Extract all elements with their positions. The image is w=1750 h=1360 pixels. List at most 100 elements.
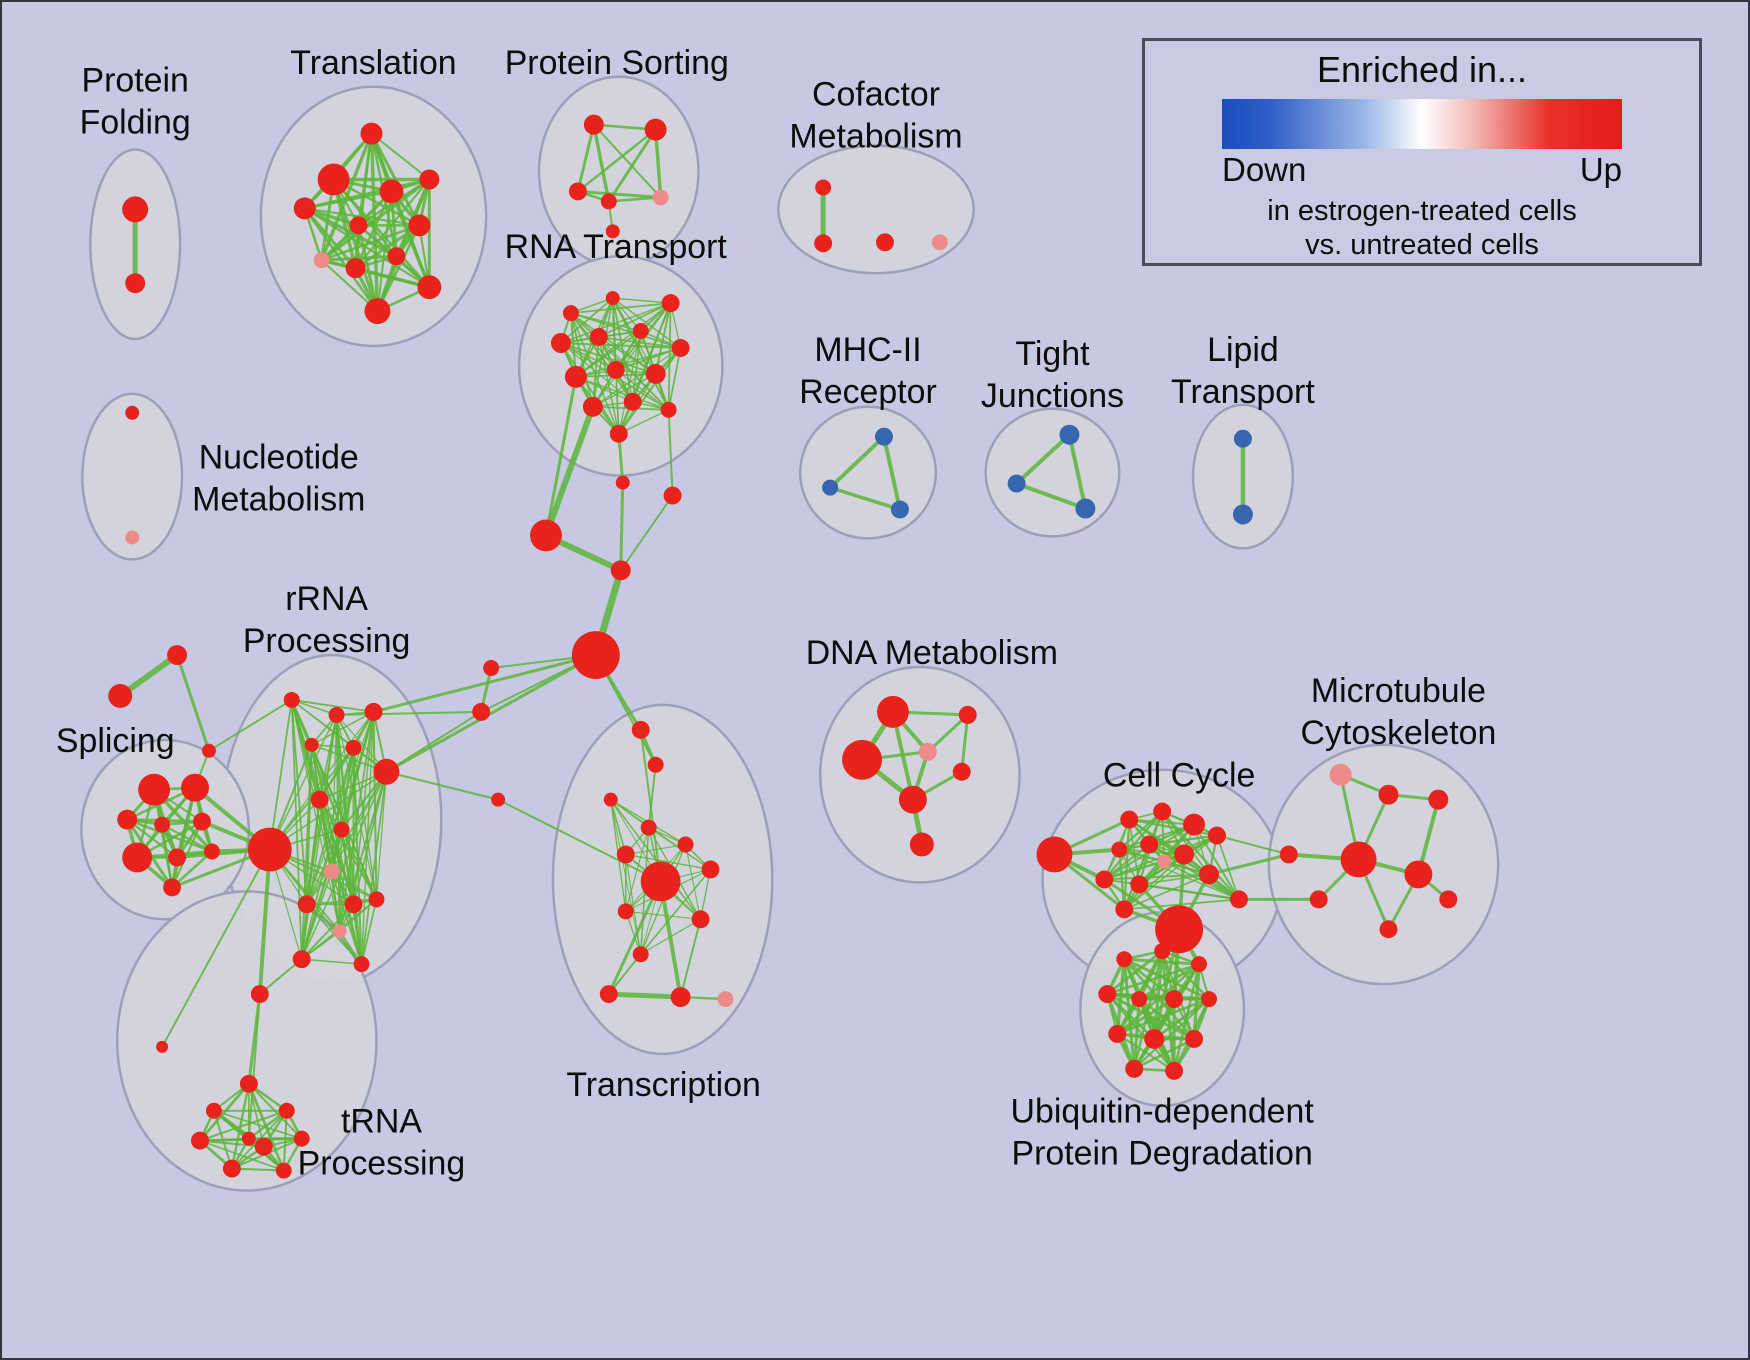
node-cn3 — [530, 519, 562, 552]
node-cc12 — [1199, 864, 1219, 885]
cluster-label-cofactor-metabolism: Cofactor — [812, 76, 940, 114]
edge-cc9-cc10 — [1103, 860, 1165, 881]
edge-rr4-rr15 — [300, 743, 313, 961]
node-sp6 — [122, 842, 153, 873]
node-rr16 — [353, 956, 370, 973]
legend-gradient-bar — [1222, 99, 1622, 149]
cluster-label-lipid-transport: Transport — [1171, 373, 1315, 411]
node-rt1 — [562, 305, 579, 322]
cluster-label-lipid-transport: Lipid — [1207, 331, 1279, 369]
edge-rt6-rt12 — [631, 330, 642, 403]
edge-rt2-rt13 — [611, 297, 670, 411]
edge-tx1-tx7 — [639, 728, 662, 883]
node-ub11 — [1125, 1059, 1144, 1078]
edge-rt11-cn3 — [542, 403, 596, 539]
edge-cn2-cn4 — [619, 494, 674, 572]
node-cc2 — [1120, 810, 1139, 829]
edge-ps2-ps3 — [576, 128, 657, 193]
cluster-ellipse-cofactor-metabolism — [777, 144, 975, 275]
legend-down-label: Down — [1222, 151, 1307, 188]
node-rr10 — [323, 863, 340, 880]
edge-rt7-rt11 — [592, 347, 682, 408]
node-rt4 — [550, 333, 571, 353]
node-nm2 — [125, 530, 140, 545]
edge-cn7-rr6 — [385, 710, 483, 773]
edge-ps2-ps4 — [607, 128, 658, 203]
edge-cc10-cc12 — [1103, 873, 1211, 881]
edge-rt3-rt13 — [667, 302, 672, 411]
node-ub12 — [1165, 1061, 1184, 1080]
edge-rr5-rr16 — [352, 746, 363, 966]
edge-tx5-tx10 — [684, 843, 702, 920]
edge-cc11-cc12 — [1138, 873, 1210, 886]
node-ps1 — [583, 114, 604, 135]
cluster-ellipse-mhc-ii-receptor — [798, 405, 938, 540]
edge-rr6-rr15 — [300, 770, 388, 960]
edge-tx8-tx11 — [639, 868, 712, 955]
edge-rt7-rt14 — [617, 346, 682, 435]
node-ub6 — [1165, 990, 1184, 1009]
edge-rr3-rr4 — [310, 711, 375, 746]
edge-dm2-dm6 — [960, 713, 970, 774]
cluster-label-cell-cycle: Cell Cycle — [1103, 757, 1255, 795]
edge-ps2-ps5 — [653, 127, 663, 200]
node-rr7 — [247, 827, 292, 872]
edge-rt3-rt4 — [560, 302, 672, 344]
legend-title: Enriched in... — [1316, 49, 1528, 90]
cluster-label-microtubule-cytoskeleton: Microtubule — [1311, 672, 1486, 710]
node-cc9 — [1157, 854, 1172, 869]
legend-caption-line1: in estrogen-treated cells — [1267, 195, 1577, 227]
edge-cc7-cc15 — [1148, 843, 1241, 901]
node-tx14 — [717, 991, 734, 1008]
node-ps3 — [568, 182, 587, 201]
node-tx1 — [631, 720, 650, 739]
edge-ub4-ub10 — [1105, 992, 1196, 1041]
node-mh3 — [890, 500, 909, 519]
node-cc1 — [1036, 836, 1073, 873]
edge-rt2-rt3 — [612, 297, 672, 304]
node-rt14 — [609, 424, 628, 443]
edge-cc7-cc10 — [1103, 843, 1151, 881]
node-ub4 — [1098, 985, 1117, 1004]
node-pf1 — [122, 196, 149, 223]
edge-rt2-rt11 — [592, 297, 614, 408]
node-cn7 — [472, 702, 491, 721]
edge-tr5-tr9 — [354, 178, 431, 270]
node-rr4 — [304, 737, 319, 752]
node-rt11 — [582, 396, 603, 417]
edge-rt8-cn3 — [544, 375, 578, 537]
node-sp7 — [168, 848, 187, 867]
edge-cc3-cc6 — [1118, 810, 1164, 851]
edge-ps1-ps3 — [576, 123, 596, 193]
cluster-ellipse-nucleotide-metabolism — [81, 392, 184, 561]
node-tn5 — [278, 1102, 295, 1119]
cluster-label-protein-sorting: Protein Sorting — [505, 44, 729, 82]
legend: Enriched in... Down Up in estrogen-treat… — [1142, 38, 1702, 266]
edge-cc5-cc13 — [1123, 834, 1218, 911]
node-cc14 — [1155, 905, 1204, 954]
edge-rr5-rr8 — [318, 746, 355, 801]
edge-ps4-ps5 — [607, 196, 662, 203]
cluster-label-rna-transport: RNA Transport — [505, 228, 728, 266]
cluster-label-tight-junctions: Tight — [1015, 335, 1090, 373]
edge-tx6-tx8 — [625, 853, 712, 871]
node-rr15 — [292, 950, 311, 969]
edge-rr2-rr15 — [300, 714, 338, 960]
edge-rr9-rr14 — [340, 828, 378, 901]
cluster-label-transcription: Transcription — [566, 1066, 761, 1104]
edge-tr3-tr11 — [303, 207, 431, 289]
edge-cc11-cc15 — [1138, 883, 1241, 901]
node-tx5 — [677, 836, 694, 853]
edge-ub5-ub10 — [1137, 997, 1196, 1041]
layer-nodes — [108, 114, 1458, 1179]
node-cc8 — [1174, 844, 1195, 865]
cluster-label-translation: Translation — [290, 44, 456, 82]
node-lt2 — [1232, 504, 1253, 525]
node-tr5 — [419, 169, 440, 190]
edge-tn5-tn10 — [282, 1109, 288, 1172]
cluster-label-splicing: Splicing — [56, 722, 175, 760]
node-tr10 — [387, 247, 406, 266]
node-rr14 — [368, 891, 385, 908]
